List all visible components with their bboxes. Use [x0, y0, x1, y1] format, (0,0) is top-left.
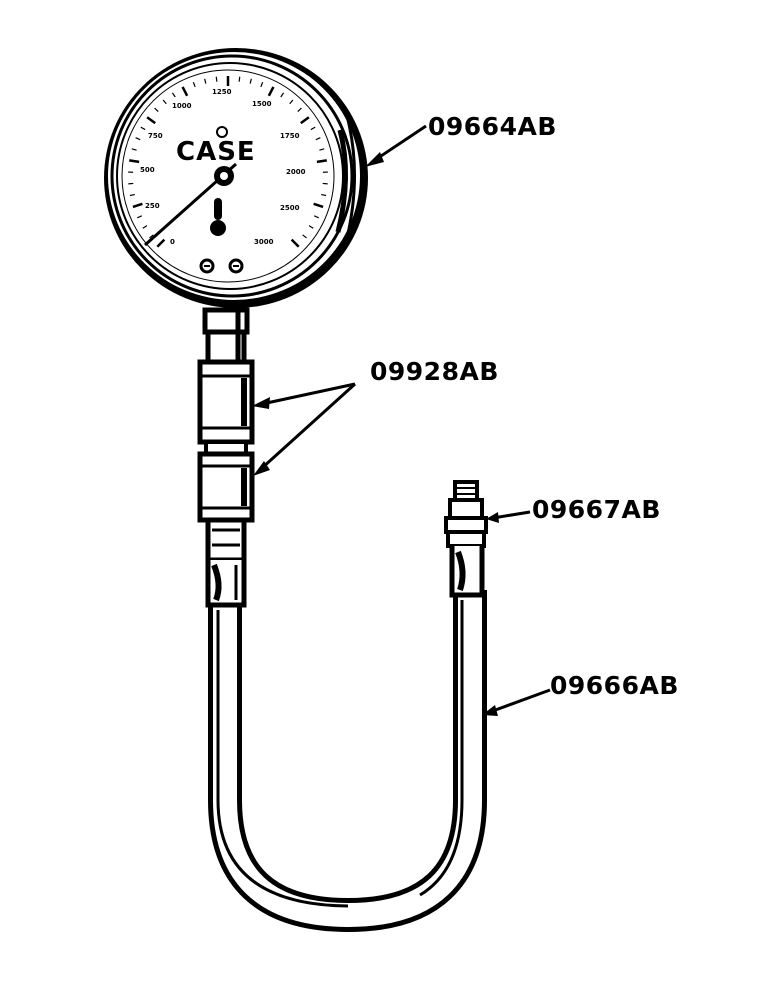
dial-tick [129, 159, 140, 164]
dial-screws [199, 258, 244, 274]
dial-mark-1500: 1500 [252, 100, 272, 108]
dial-mark-3000: 3000 [254, 238, 274, 246]
dial-tick [319, 148, 325, 151]
dial-tick [215, 76, 218, 82]
dial-tick [140, 126, 146, 131]
dial-mark-500: 500 [140, 166, 155, 174]
dial-tick [297, 107, 302, 112]
dial-tick [300, 116, 310, 125]
dial-tick [314, 215, 320, 219]
dial-tick [308, 225, 314, 229]
brand-wordmark: CASE [176, 137, 256, 167]
dial-tick [135, 137, 141, 141]
dial-mark-1750: 1750 [280, 132, 300, 140]
case-logo: CASE [176, 126, 256, 167]
callout-hose: 09666AB [482, 671, 679, 716]
dial-tick [267, 86, 275, 97]
callout-adapters: 09928AB [252, 357, 499, 476]
callout-gauge: 09664AB [365, 112, 557, 167]
dial-tick [181, 86, 189, 97]
dial-tick [156, 238, 166, 248]
dial-scale [128, 76, 328, 248]
label-gauge: 09664AB [428, 112, 557, 141]
dial-tick [136, 215, 142, 219]
dial-mark-250: 250 [145, 202, 160, 210]
dial-tick [132, 202, 143, 209]
dial-tick [310, 126, 316, 131]
dial-tick [192, 81, 196, 88]
dial-tick [289, 99, 294, 105]
dial-mark-1000: 1000 [172, 102, 192, 110]
gauge-stem [202, 307, 250, 365]
hose-end-fitting [205, 517, 247, 608]
callout-fitting: 09667AB [486, 495, 661, 524]
dial-tick [129, 193, 135, 197]
hose [208, 590, 487, 933]
dial-tick [249, 78, 252, 84]
dial-numerals: 0 250 500 750 1000 1250 1500 1750 2000 2… [140, 88, 306, 246]
dial-mark-0: 0 [170, 238, 175, 246]
dial-mark-750: 750 [148, 132, 163, 140]
dial-tick [162, 99, 167, 105]
dial-tick [315, 137, 321, 141]
label-hose: 09666AB [550, 671, 679, 700]
dial-tick [142, 225, 148, 229]
quick-coupler-fitting [444, 480, 488, 598]
gauge-needle [144, 162, 237, 247]
dial-tick [204, 78, 207, 84]
dial-mark-2500: 2500 [280, 204, 300, 212]
dial-tick [280, 92, 285, 98]
dial-tick [149, 234, 154, 239]
pressure-gauge [104, 48, 368, 308]
dial-symbol [210, 198, 226, 236]
label-adapters: 09928AB [370, 357, 499, 386]
adapter-lower [197, 451, 255, 523]
dial-tick [290, 238, 300, 248]
dial-tick [238, 76, 241, 82]
dial-tick [171, 92, 176, 98]
dial-tick [321, 193, 327, 197]
dial-tick [316, 159, 327, 164]
dial-mark-1250: 1250 [212, 88, 232, 96]
dial-tick [313, 202, 324, 209]
dial-tick [260, 81, 264, 88]
dial-tick [154, 107, 159, 112]
dial-mark-2000: 2000 [286, 168, 306, 176]
dial-tick [146, 116, 156, 125]
adapter-upper [197, 359, 255, 445]
dial-tick [131, 148, 137, 151]
dial-tick [302, 234, 307, 239]
label-fitting: 09667AB [532, 495, 661, 524]
